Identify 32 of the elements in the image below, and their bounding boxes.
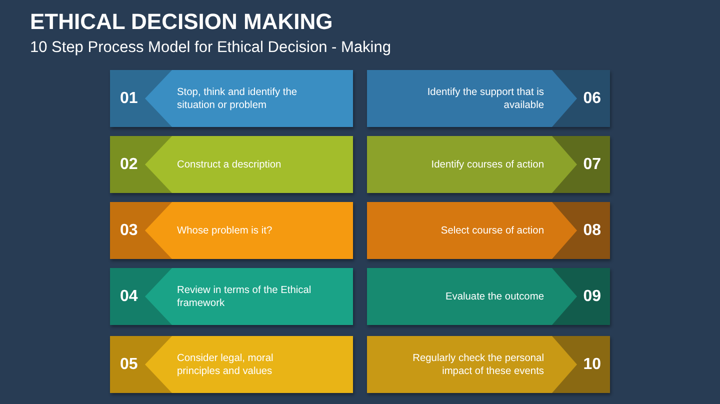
step-box <box>110 202 353 259</box>
step-box <box>367 136 610 193</box>
step-text: Stop, think and identify the situation or problem <box>177 86 298 112</box>
step-text: Evaluate the outcome <box>444 290 544 303</box>
diagram-subtitle: 10 Step Process Model for Ethical Decision - Making <box>30 39 391 57</box>
step-text: Regularly check the personal impact of these events <box>412 352 544 378</box>
step-number: 03 <box>120 222 138 240</box>
step-number: 09 <box>583 288 601 306</box>
diagram-title: ETHICAL DECISION MAKING <box>30 9 333 35</box>
step-box <box>110 268 353 325</box>
step-number: 08 <box>583 222 601 240</box>
step-number: 01 <box>120 90 138 108</box>
step-text: Identify the support that is available <box>426 86 544 112</box>
step-box <box>367 202 610 259</box>
step-number: 06 <box>583 90 601 108</box>
step-box <box>110 70 353 127</box>
step-text: Consider legal, moral principles and values <box>177 352 274 378</box>
step-box <box>110 336 353 393</box>
step-text: Review in terms of the Ethical framework <box>177 284 312 310</box>
step-number: 10 <box>583 356 601 374</box>
step-number: 07 <box>583 156 601 174</box>
step-number: 04 <box>120 288 138 306</box>
step-number: 02 <box>120 156 138 174</box>
step-text: Whose problem is it? <box>177 224 274 237</box>
step-text: Identify courses of action <box>430 158 544 171</box>
step-box <box>367 336 610 393</box>
step-box <box>110 136 353 193</box>
step-number: 05 <box>120 356 138 374</box>
step-text: Construct a description <box>177 158 282 171</box>
step-text: Select course of action <box>440 224 544 237</box>
step-box <box>367 70 610 127</box>
step-box <box>367 268 610 325</box>
